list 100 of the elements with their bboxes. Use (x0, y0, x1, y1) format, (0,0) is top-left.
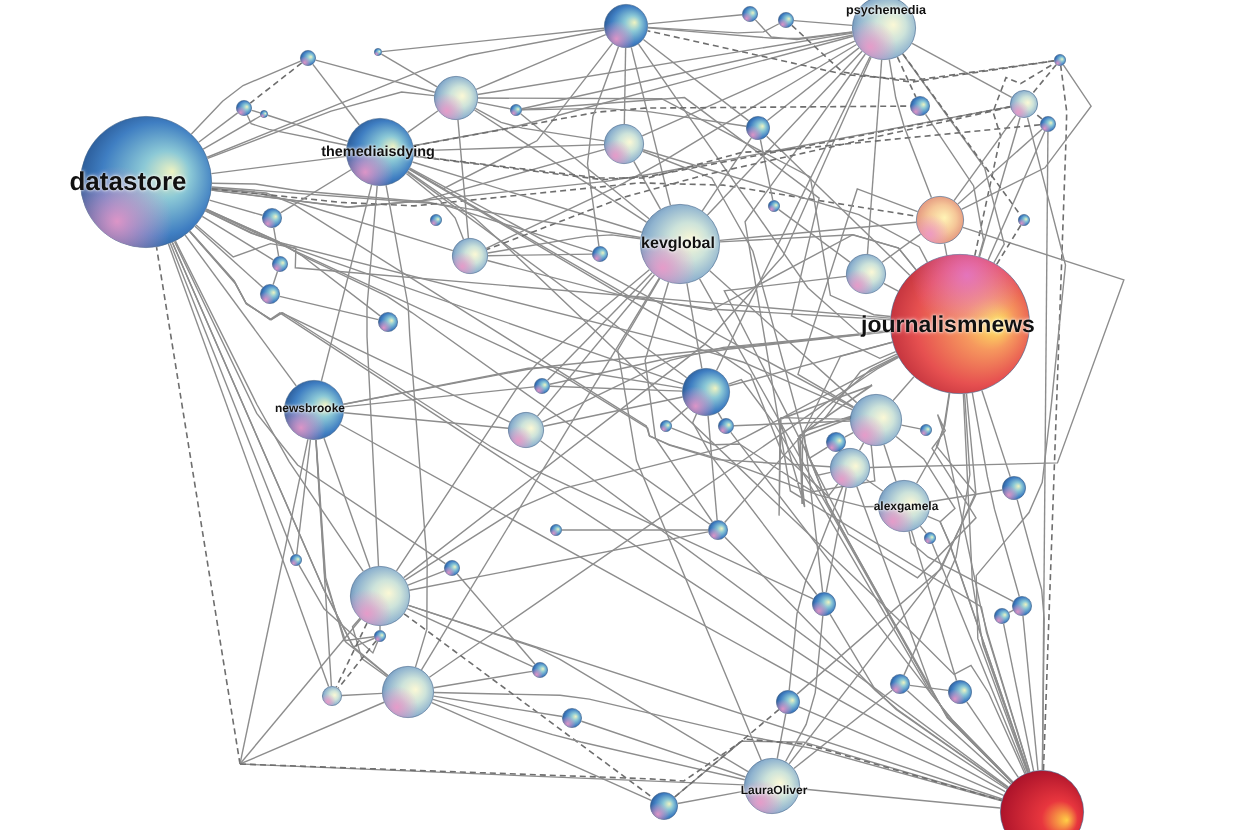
network-edge (189, 230, 1008, 790)
network-edge (407, 570, 446, 586)
network-edge (194, 225, 264, 288)
network-edge (866, 59, 883, 255)
network-edge (404, 355, 899, 581)
network-edge (957, 128, 1043, 205)
network-edge (408, 42, 614, 190)
network-edge (173, 240, 447, 565)
network-edge (882, 282, 899, 292)
network-edge (909, 684, 949, 692)
network-edge (403, 613, 654, 799)
network-edge (1002, 623, 1035, 772)
network-edge (351, 617, 388, 678)
network-edge (580, 720, 747, 778)
network-edge (246, 114, 348, 146)
network-edge (457, 119, 470, 239)
network-edge (908, 530, 1014, 603)
network-edge (902, 53, 1005, 264)
network-edge (477, 32, 854, 96)
network-edge (486, 106, 1012, 251)
network-edge (239, 438, 309, 765)
network-edge (536, 274, 656, 417)
network-edge (858, 442, 865, 452)
network-edge (167, 243, 330, 688)
network-edge (995, 224, 1022, 266)
network-edge (239, 738, 1003, 802)
network-edge (335, 622, 368, 688)
network-edge (719, 221, 917, 241)
network-edge (715, 56, 871, 372)
network-edge (865, 478, 884, 492)
network-edge (381, 27, 605, 53)
network-edge (797, 188, 919, 408)
network-edge (644, 281, 714, 523)
network-edge (485, 43, 858, 249)
network-edge (385, 184, 428, 668)
network-edge (924, 113, 985, 258)
network-edge (409, 167, 854, 409)
network-edge (642, 38, 750, 122)
network-edge (487, 234, 642, 254)
network-edge (788, 392, 977, 765)
network-edge (717, 412, 723, 420)
network-edge (433, 691, 1003, 802)
network-edge (211, 187, 831, 468)
network-edge (707, 415, 718, 521)
network-edge (475, 33, 607, 91)
network-edge (733, 420, 851, 427)
network-edge (320, 184, 373, 382)
network-edge (915, 392, 950, 484)
network-edge (793, 689, 893, 770)
network-edge (966, 701, 1019, 779)
network-edge (250, 109, 261, 114)
network-edge (765, 135, 911, 276)
network-edge (1042, 65, 1068, 771)
network-edge (981, 389, 1011, 478)
network-edge (759, 139, 774, 201)
network-edge (888, 58, 933, 199)
network-edge (433, 695, 563, 718)
network-edge (709, 270, 858, 404)
network-edge (487, 253, 593, 257)
network-edge (900, 424, 921, 430)
network-edge (155, 246, 241, 765)
network-edge (744, 53, 1031, 773)
network-edge (428, 356, 900, 678)
network-edge (808, 446, 1013, 784)
network-edge (776, 713, 787, 760)
network-edge (239, 701, 385, 765)
network-edge (239, 618, 362, 765)
network-edge (339, 423, 1006, 793)
network-edge (206, 91, 435, 160)
network-edge (406, 607, 534, 668)
network-edge (919, 525, 927, 535)
network-edge (784, 615, 824, 763)
network-edge (895, 435, 1029, 773)
network-edge (975, 116, 1067, 774)
network-edge (473, 109, 648, 223)
network-edge (420, 277, 660, 671)
network-edge (670, 384, 876, 517)
network-edge (337, 639, 378, 689)
network-edge (960, 64, 1092, 210)
network-edge (623, 47, 627, 125)
network-edge (197, 112, 239, 143)
network-edge (315, 59, 436, 93)
network-edge (407, 110, 439, 133)
network-edge (803, 341, 894, 593)
network-edge (521, 34, 854, 110)
network-edge (646, 29, 1055, 81)
node-label: kevglobal (640, 235, 716, 252)
network-edge (456, 573, 536, 665)
network-edge (519, 113, 650, 220)
network-edge (633, 160, 662, 210)
network-edge (210, 182, 918, 217)
network-edge (204, 210, 853, 411)
network-edge (796, 393, 977, 695)
network-edge (342, 366, 684, 405)
network-edge (188, 230, 814, 600)
network-edge (408, 531, 709, 591)
network-edge (296, 439, 312, 555)
network-edge (432, 670, 533, 689)
network-edge (1033, 112, 1043, 120)
network-edge (343, 412, 509, 429)
